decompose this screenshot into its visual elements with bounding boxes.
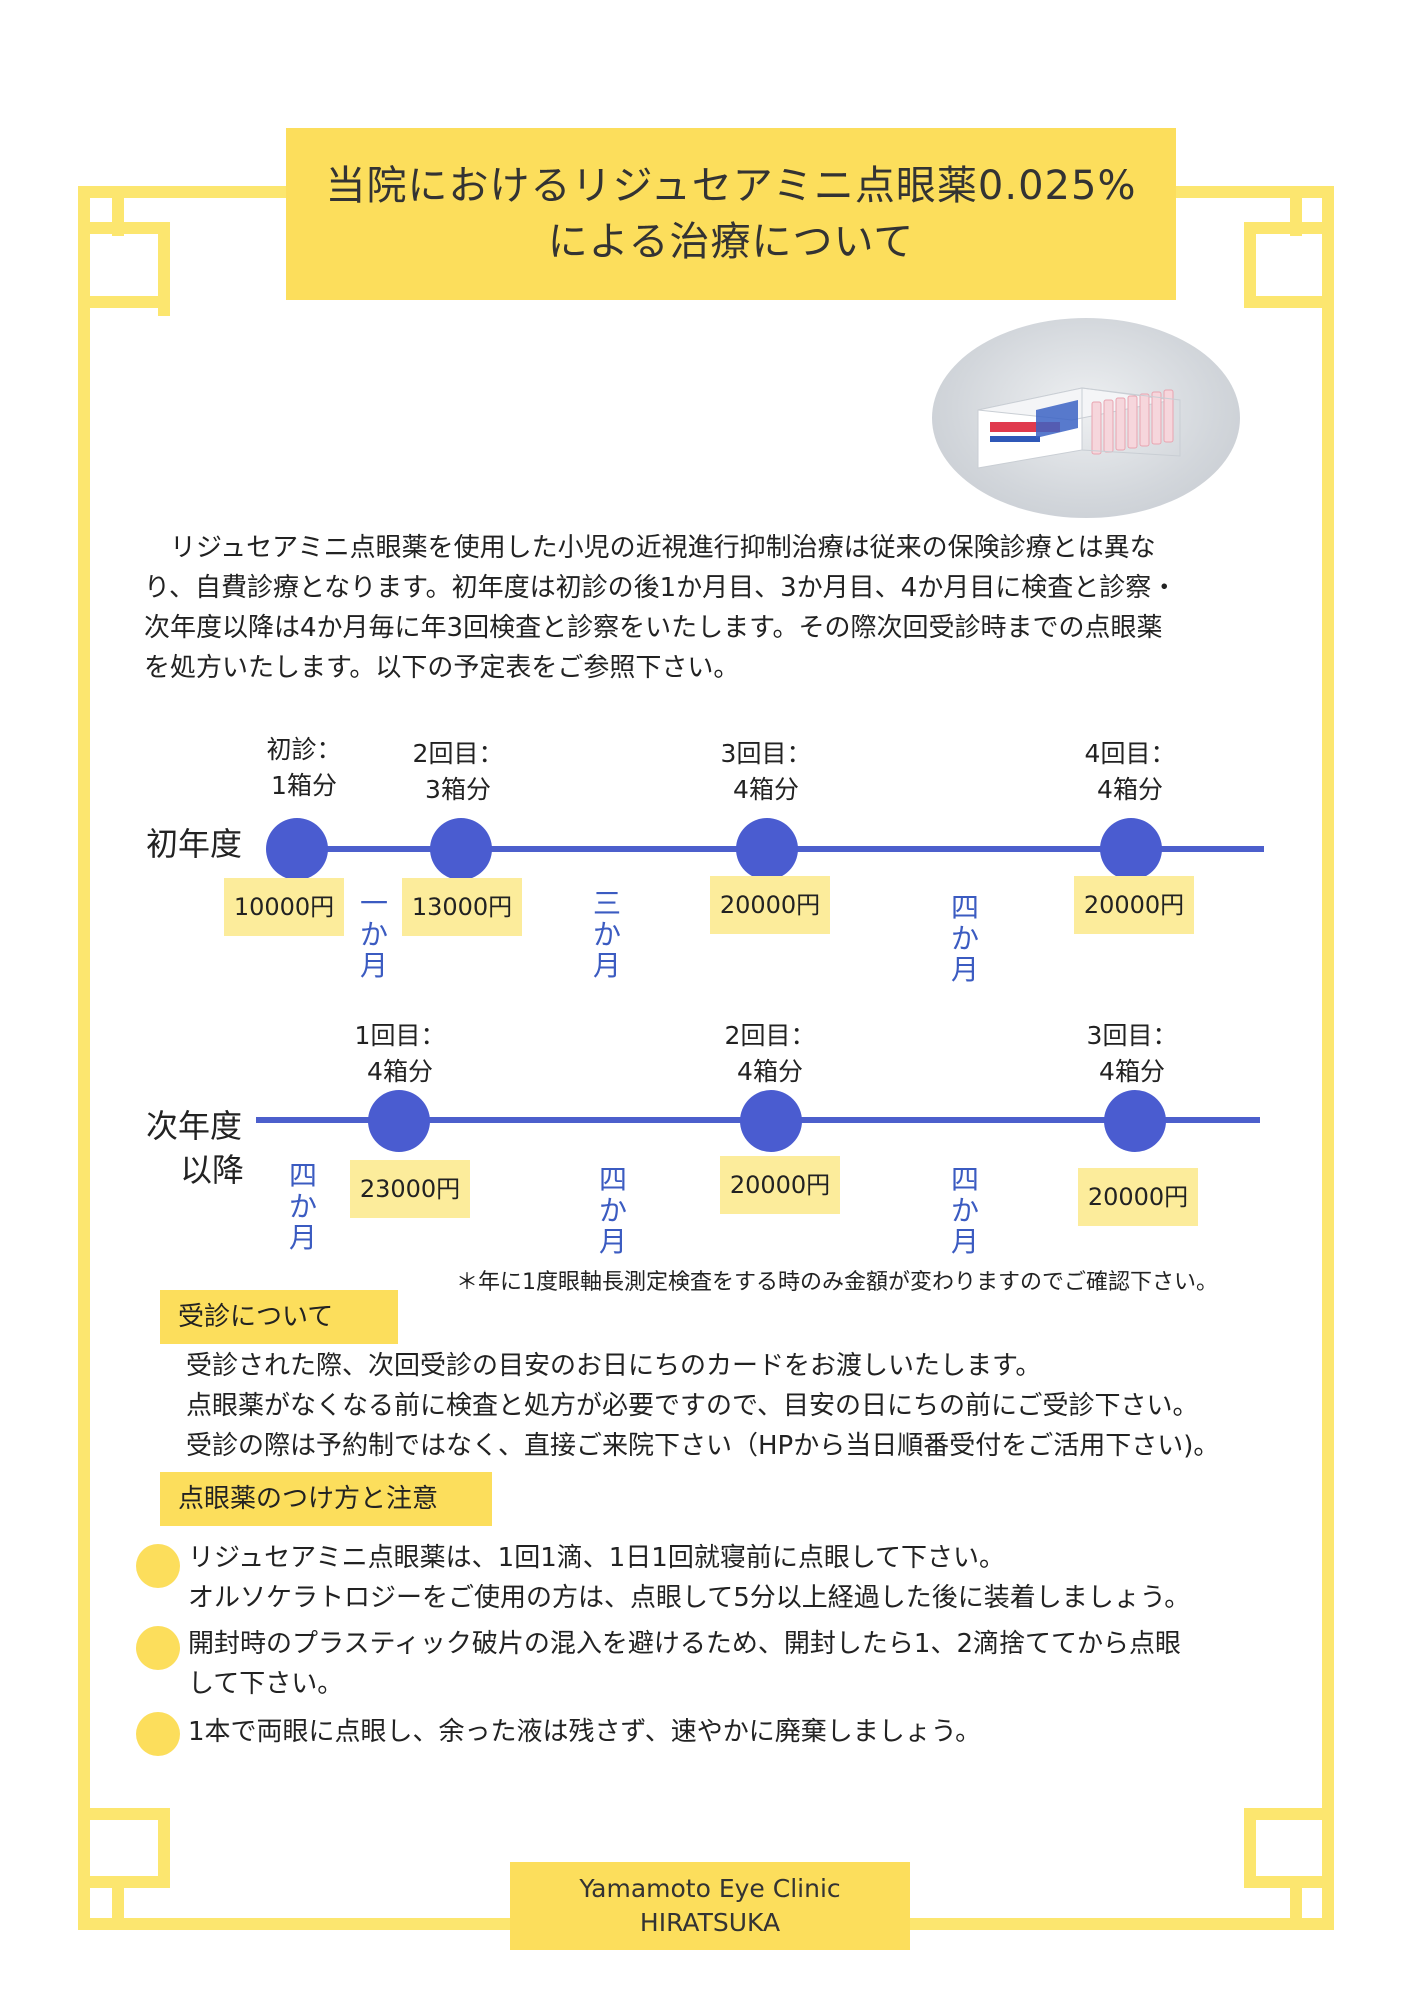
visit-price: 23000円	[350, 1160, 470, 1218]
interval-label: 一か月	[359, 887, 388, 982]
visit-name: 初診：	[266, 735, 342, 764]
visit-boxes: 1箱分	[271, 771, 337, 800]
visit-dot	[740, 1090, 802, 1152]
visit-dot	[1104, 1090, 1166, 1152]
visit-boxes: 4箱分	[367, 1057, 433, 1086]
visit-name: 3回目：	[1086, 1021, 1178, 1050]
visit-line: 受診の際は予約制ではなく、直接ご来院下さい（HPから当日順番受付をご活用下さい)…	[186, 1431, 1220, 1461]
bullet-dot	[136, 1712, 180, 1756]
visit-name: 2回目：	[724, 1021, 816, 1050]
product-box-drawing	[977, 387, 1181, 469]
usage-item: リジュセアミニ点眼薬は、1回1滴、1日1回就寝前に点眼して下さい。 オルソケラト…	[188, 1543, 1191, 1613]
visit-boxes: 4箱分	[733, 775, 799, 804]
visit-dot	[266, 818, 328, 880]
intro-line: リジュセアミニ点眼薬を使用した小児の近視進行抑制治療は従来の保険診療とは異な	[144, 533, 1156, 563]
first-year-label: 初年度	[146, 825, 243, 863]
interval-label: 四か月	[950, 1163, 979, 1258]
visit-price: 13000円	[402, 878, 522, 936]
visit-section-text: 受診された際、次回受診の目安のお日にちのカードをお渡しいたします。 点眼薬がなく…	[186, 1346, 1219, 1466]
visit-price: 20000円	[710, 876, 830, 934]
eye-drop-product-box-image	[932, 318, 1240, 518]
visit-price: 10000円	[224, 878, 344, 936]
later-years-label-line1: 次年度	[146, 1107, 243, 1145]
usage-item: 開封時のプラスティック破片の混入を避けるため、開封したら1、2滴捨ててから点眼 …	[188, 1629, 1182, 1699]
title-line-2: による治療について	[547, 219, 915, 265]
visit-dot	[736, 818, 798, 880]
visit-name: 3回目：	[720, 739, 812, 768]
visit-boxes: 4箱分	[737, 1057, 803, 1086]
usage-item: 1本で両眼に点眼し、余った液は残さず、速やかに廃棄しましょう。	[188, 1717, 982, 1747]
visit-name: 1回目：	[354, 1021, 446, 1050]
intro-paragraph: リジュセアミニ点眼薬を使用した小児の近視進行抑制治療は従来の保険診療とは異な り…	[144, 528, 1294, 688]
visit-dot	[1100, 818, 1162, 880]
visit-boxes: 3箱分	[425, 775, 491, 804]
intro-line: 次年度以降は4か月毎に年3回検査と診察をいたします。その際次回受診時までの点眼薬	[144, 613, 1163, 643]
clinic-footer: Yamamoto Eye Clinic HIRATSUKA	[510, 1862, 910, 1950]
visit-dot	[368, 1090, 430, 1152]
title-line-1: 当院におけるリジュセアミニ点眼薬0.025%	[325, 163, 1137, 209]
visit-section-heading: 受診について	[160, 1290, 398, 1344]
price-note: ＊年に1度眼軸長測定検査をする時のみ金額が変わりますのでご確認下さい。	[456, 1270, 1218, 1295]
visit-price: 20000円	[1074, 876, 1194, 934]
intro-line: り、自費診療となります。初年度は初診の後1か月目、3か月目、4か月目に検査と診察…	[144, 573, 1178, 603]
visit-boxes: 4箱分	[1097, 775, 1163, 804]
visit-name: 2回目：	[412, 739, 504, 768]
title-banner: 当院におけるリジュセアミニ点眼薬0.025% による治療について	[286, 128, 1176, 300]
intro-line: を処方いたします。以下の予定表をご参照下さい。	[144, 653, 740, 683]
visit-dot	[430, 818, 492, 880]
visit-line: 点眼薬がなくなる前に検査と処方が必要ですので、目安の日にちの前にご受診下さい。	[186, 1391, 1199, 1421]
interval-label: 三か月	[592, 887, 621, 982]
interval-label: 四か月	[950, 891, 979, 986]
visit-name: 4回目：	[1084, 739, 1176, 768]
interval-label: 四か月	[598, 1163, 627, 1258]
visit-boxes: 4箱分	[1099, 1057, 1165, 1086]
visit-price: 20000円	[1078, 1168, 1198, 1226]
clinic-name: Yamamoto Eye Clinic	[579, 1874, 841, 1903]
clinic-location: HIRATSUKA	[639, 1908, 781, 1937]
bullet-dot	[136, 1544, 180, 1588]
interval-label: 四か月	[288, 1159, 317, 1254]
visit-price: 20000円	[720, 1156, 840, 1214]
later-years-label-line2: 以降	[180, 1151, 245, 1189]
bullet-dot	[136, 1626, 180, 1670]
usage-section-heading: 点眼薬のつけ方と注意	[160, 1472, 492, 1526]
visit-line: 受診された際、次回受診の目安のお日にちのカードをお渡しいたします。	[186, 1351, 1042, 1381]
